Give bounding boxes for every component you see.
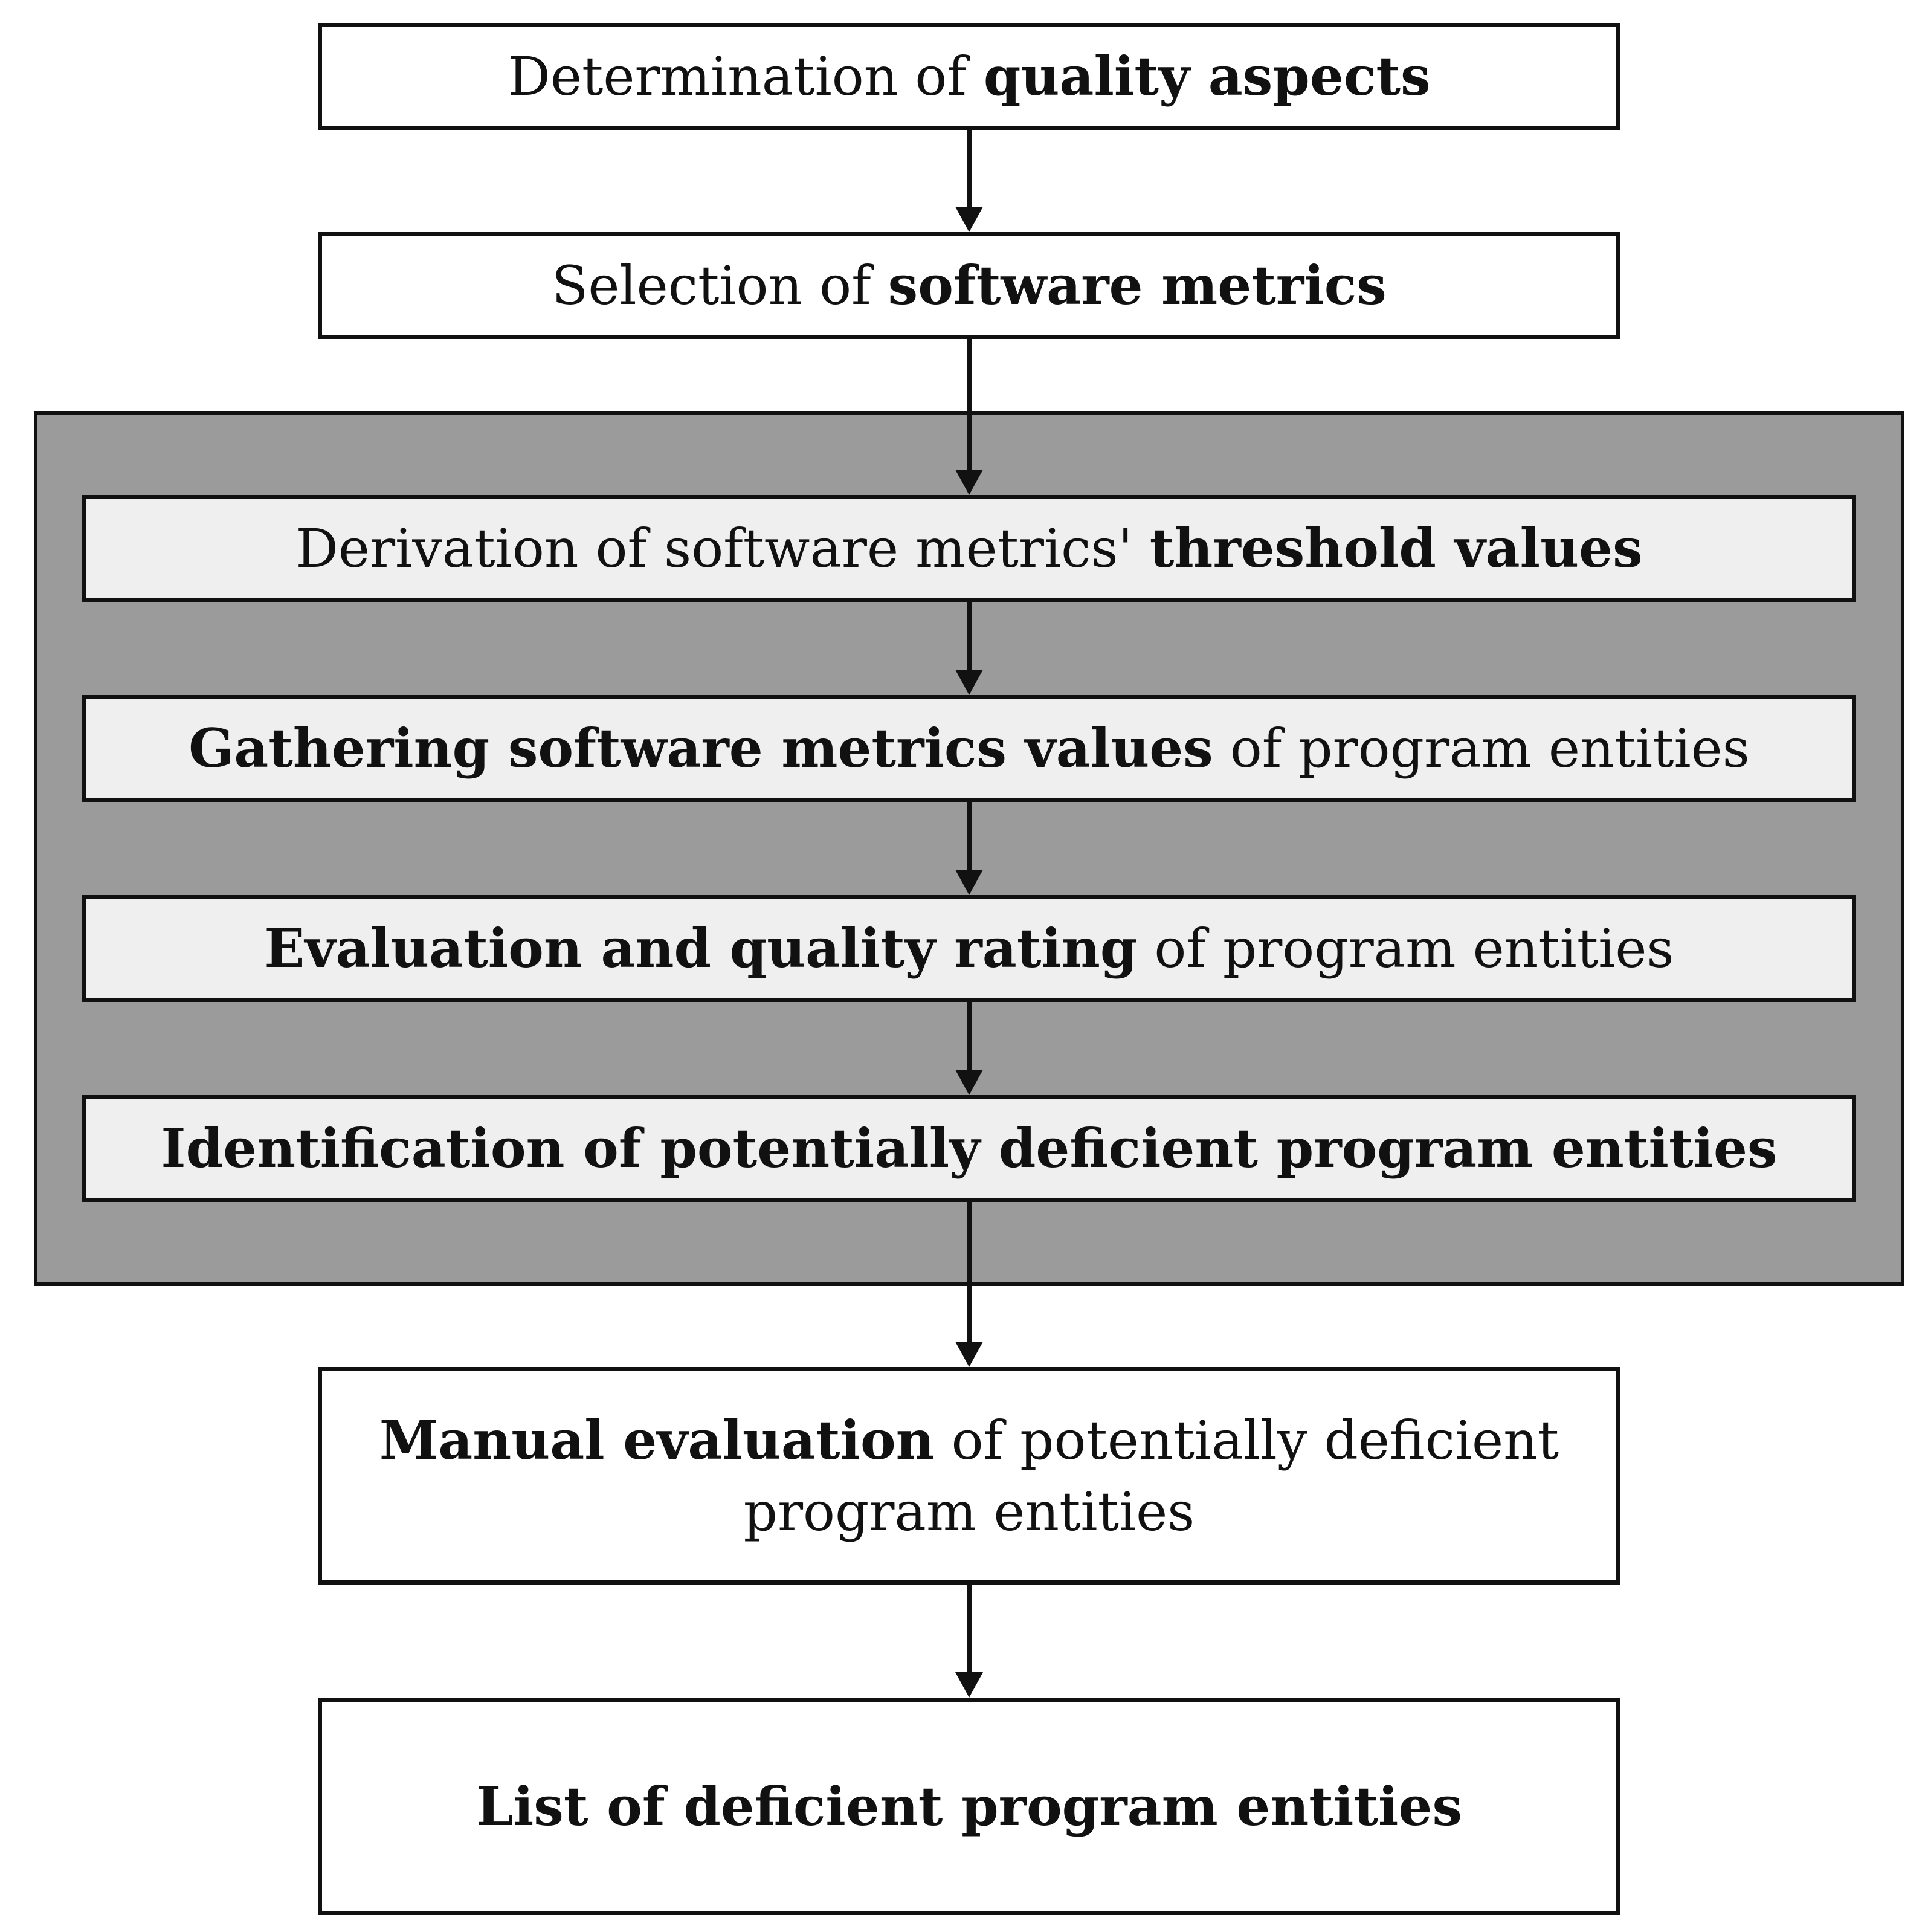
step-text-line: Derivation of software metrics' threshol… [295, 517, 1643, 580]
step-evaluation-quality-rating: Evaluation and quality rating of program… [82, 895, 1856, 1002]
step-text-line: Selection of software metrics [552, 254, 1387, 317]
step-text-line: List of deficient program entities [476, 1774, 1462, 1838]
step-derivation-threshold-values: Derivation of software metrics' threshol… [82, 495, 1856, 602]
step-text-line: Evaluation and quality rating of program… [264, 917, 1674, 980]
step-text-line: Determination of quality aspects [508, 45, 1431, 108]
arrowhead [955, 207, 983, 232]
step-selection-software-metrics: Selection of software metrics [318, 232, 1620, 339]
step-text-line: Manual evaluation of potentially deficie… [379, 1408, 1559, 1472]
step-gathering-metrics-values: Gathering software metrics values of pro… [82, 695, 1856, 802]
arrowhead [955, 1342, 983, 1367]
step-text-line: Gathering software metrics values of pro… [189, 717, 1750, 780]
step-determination-quality-aspects: Determination of quality aspects [318, 23, 1620, 130]
step-identification-deficient-entities: Identification of potentially deficient … [82, 1095, 1856, 1202]
step-text-line: Identification of potentially deficient … [161, 1117, 1778, 1180]
step-list-deficient-entities: List of deficient program entities [318, 1698, 1620, 1915]
step-manual-evaluation: Manual evaluation of potentially deficie… [318, 1367, 1620, 1585]
step-text-line-2: program entities [743, 1480, 1195, 1543]
arrowhead [955, 1672, 983, 1698]
